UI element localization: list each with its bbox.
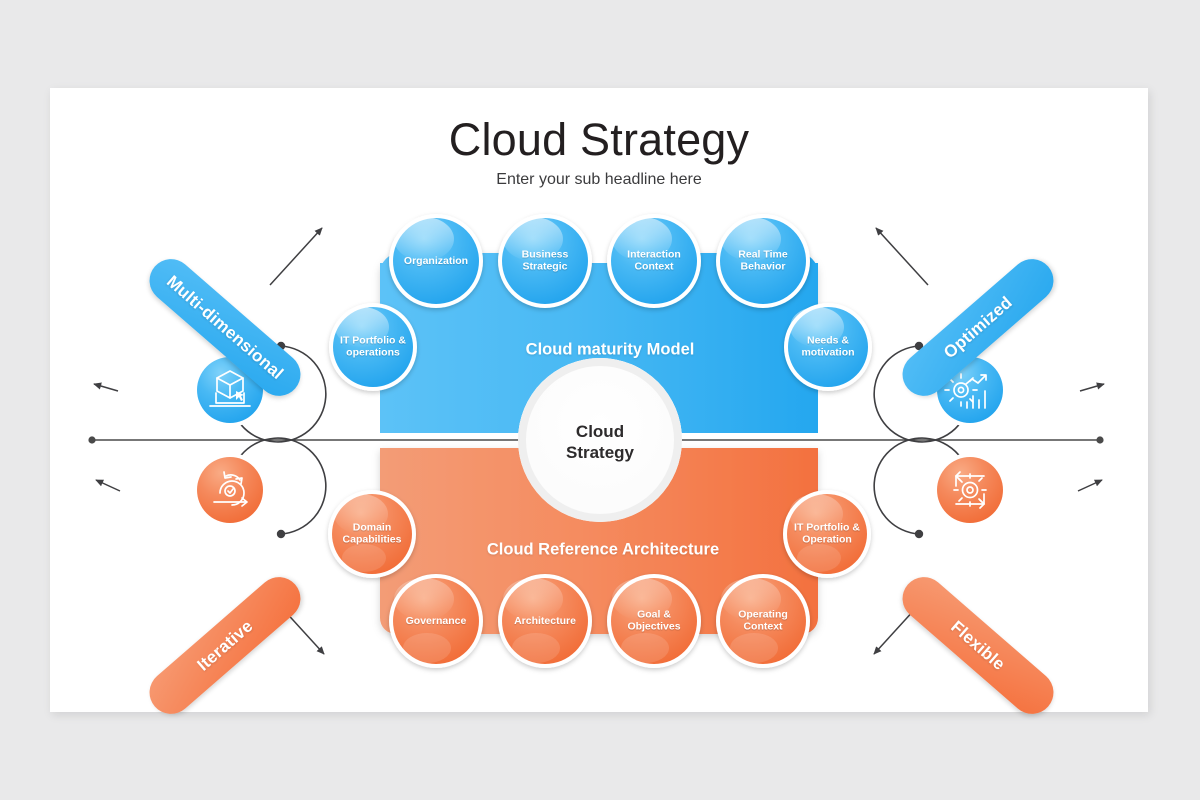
arrow-md-in (269, 227, 323, 286)
icon-badge-flexible[interactable] (873, 437, 1007, 539)
page-title: Cloud Strategy (448, 114, 750, 165)
bottom-bubbles (328, 490, 871, 668)
agile-cycle-icon (213, 471, 248, 507)
bubble-domain-capabilities[interactable] (328, 490, 416, 578)
hub-group[interactable] (518, 358, 682, 522)
bubble-operating-context[interactable] (716, 574, 810, 668)
arrow-it-out (95, 479, 121, 492)
bubble-it-portfolio-operation[interactable] (783, 490, 871, 578)
arrow-opt-out (1079, 382, 1105, 392)
arrow-fx-out (1077, 479, 1103, 492)
cube-laptop-icon (209, 370, 251, 407)
bottom-panel-body (380, 448, 818, 634)
axis-dot-right (1096, 436, 1104, 444)
bubble-governance[interactable] (389, 574, 483, 668)
bubble-business-strategic[interactable] (498, 214, 592, 308)
bubble-it-portfolio-operations[interactable] (329, 303, 417, 391)
bubble-organization[interactable] (389, 214, 483, 308)
slide-canvas: Cloud Strategy Enter your sub headline h… (50, 88, 1148, 723)
bubble-architecture[interactable] (498, 574, 592, 668)
bubble-needs-motivation[interactable] (784, 303, 872, 391)
top-bubbles (329, 214, 872, 391)
bubble-goal-objectives[interactable] (607, 574, 701, 668)
diagonal-arrows (93, 227, 1105, 655)
gear-chart-icon (944, 373, 987, 409)
bubble-interaction-context[interactable] (607, 214, 701, 308)
bubble-real-time-behavior[interactable] (716, 214, 810, 308)
arrow-md-out (93, 382, 119, 392)
gear-workflow-icon (953, 471, 987, 509)
page-subtitle: Enter your sub headline here (496, 171, 702, 188)
cloud-strategy-diagram (88, 214, 1105, 668)
top-panel-body (380, 263, 818, 433)
arrow-opt-in (875, 227, 929, 286)
icon-badge-iterative[interactable] (193, 437, 327, 539)
hub-inner-circle (526, 366, 674, 514)
axis-dot-left (88, 436, 96, 444)
